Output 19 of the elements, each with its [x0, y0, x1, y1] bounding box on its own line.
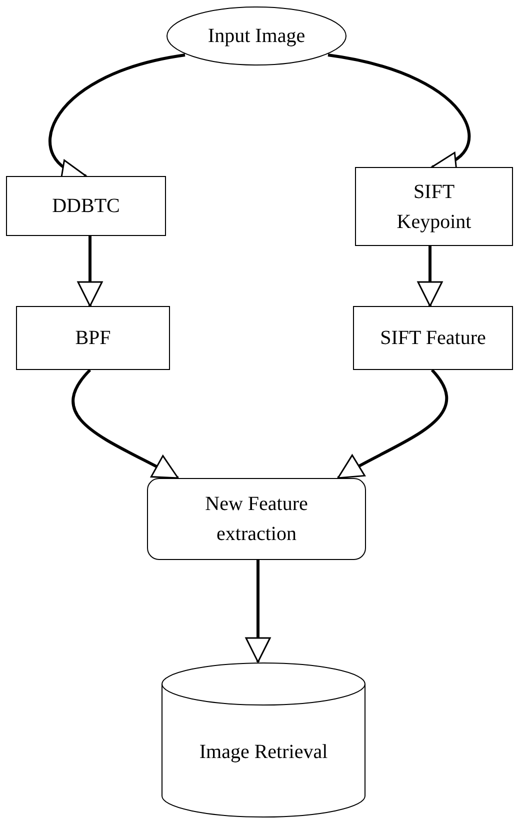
node-label: Input Image	[206, 24, 306, 49]
node-label: SIFT Keypoint	[396, 180, 472, 234]
node-label: Image Retrieval	[198, 740, 329, 765]
node-label: SIFT Feature	[379, 326, 487, 351]
node-label: BPF	[74, 326, 112, 351]
node-label: New Feature extraction	[204, 492, 309, 547]
start-ellipse	[166, 6, 347, 66]
process-box	[16, 306, 170, 370]
hollow-arrow	[72, 369, 179, 480]
hollow-arrow	[417, 246, 443, 307]
hollow-arrow	[337, 369, 448, 480]
process-box	[353, 306, 513, 370]
database-cylinder	[161, 662, 366, 818]
node-label: DDBTC	[51, 194, 121, 219]
hollow-arrow	[245, 560, 271, 663]
rounded-process-box	[147, 478, 366, 560]
process-box	[355, 167, 513, 246]
process-box	[6, 176, 166, 236]
hollow-arrow	[77, 236, 103, 307]
